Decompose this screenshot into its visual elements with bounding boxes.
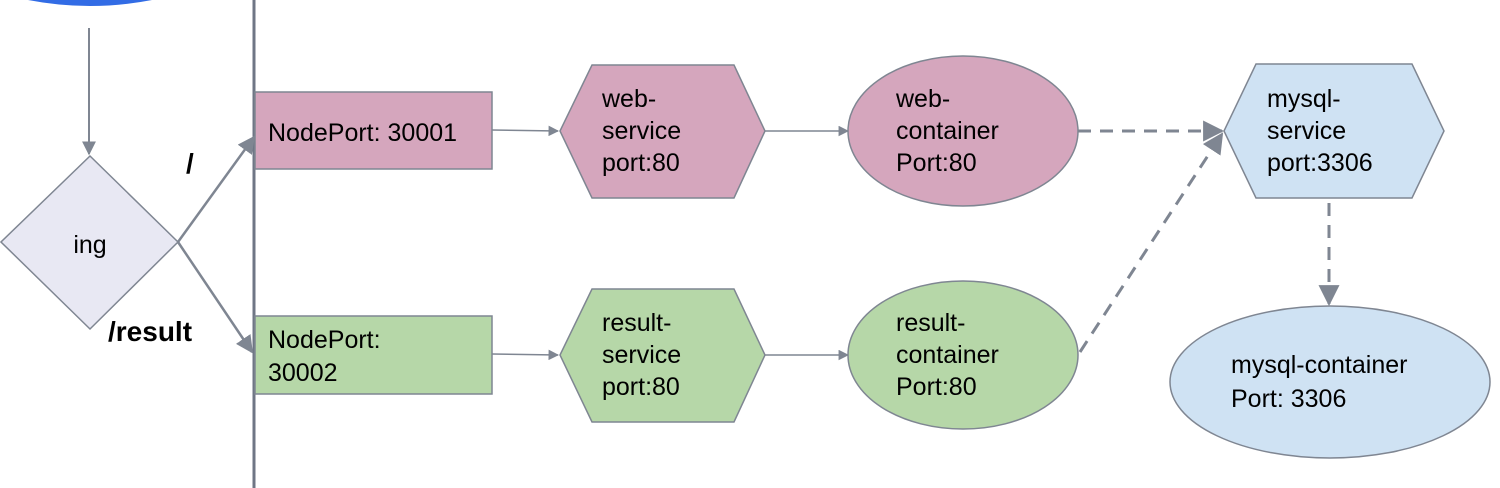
result-service-node: result- service port:80 xyxy=(559,288,766,423)
svg-text:result- container: result- container Port:80 xyxy=(896,309,1006,401)
route-label-root: / xyxy=(186,148,194,179)
result-nodeport-line-1: NodePort: xyxy=(268,326,381,354)
result-service-line-1: result- xyxy=(602,309,671,337)
web-container-line-3: Port:80 xyxy=(896,149,977,177)
result-nodeport-node: NodePort: 30002 xyxy=(254,315,493,395)
connectors xyxy=(82,28,1340,361)
svg-text:mysql- service por: mysql- service port:3306 xyxy=(1267,85,1373,177)
web-container-line-1: web- xyxy=(895,85,950,113)
result-container-line-2: container xyxy=(896,341,999,369)
web-nodeport-line-1: NodePort: 30001 xyxy=(268,119,457,147)
result-service-line-3: port:80 xyxy=(602,373,680,401)
mysql-service-line-1: mysql- xyxy=(1267,85,1341,113)
route-label-result: /result xyxy=(108,316,192,347)
edge-ingress-web-nodeport xyxy=(176,135,256,243)
svg-text:NodePort: 30001: NodePort: 30001 xyxy=(268,119,457,147)
web-container-node: web- container Port:80 xyxy=(847,55,1079,207)
mysql-container-line-1: mysql-container xyxy=(1231,351,1407,379)
svg-text:NodePort: 30002: NodePort: 30002 xyxy=(268,326,388,387)
result-service-line-2: service xyxy=(602,341,681,369)
web-nodeport-node: NodePort: 30001 xyxy=(254,91,493,170)
web-service-node: web- service port:80 xyxy=(559,64,766,199)
edge-result-nodeport-service xyxy=(491,349,560,361)
svg-text:result- service po: result- service port:80 xyxy=(602,309,688,401)
ingress-label: ing xyxy=(73,231,106,259)
result-nodeport-line-2: 30002 xyxy=(268,359,338,387)
ingress-diamond-shape xyxy=(0,154,180,331)
edge-web-nodeport-service xyxy=(491,125,560,137)
mysql-service-line-3: port:3306 xyxy=(1267,149,1373,177)
result-container-node: result- container Port:80 xyxy=(847,280,1079,430)
mysql-service-node: mysql- service port:3306 xyxy=(1223,63,1445,199)
mysql-service-line-2: service xyxy=(1267,117,1346,145)
edge-result-container-mysql-service xyxy=(1078,132,1224,353)
result-container-line-1: result- xyxy=(896,309,965,337)
web-service-line-2: service xyxy=(602,117,681,145)
svg-text:web- service port:: web- service port:80 xyxy=(601,85,688,177)
web-service-line-1: web- xyxy=(601,85,656,113)
edge-ingress-result-nodeport xyxy=(176,241,254,354)
ingress-node: ing xyxy=(0,154,180,331)
mysql-container-line-2: Port: 3306 xyxy=(1231,385,1346,413)
result-container-line-3: Port:80 xyxy=(896,373,977,401)
web-service-line-3: port:80 xyxy=(602,149,680,177)
mysql-container-node: mysql-container Port: 3306 xyxy=(1169,305,1491,459)
svg-text:mysql-container Port: 33: mysql-container Port: 3306 xyxy=(1231,351,1414,413)
svg-text:web- container Por: web- container Port:80 xyxy=(895,85,1006,177)
kubernetes-logo-icon xyxy=(28,0,152,6)
web-container-line-2: container xyxy=(896,117,999,145)
